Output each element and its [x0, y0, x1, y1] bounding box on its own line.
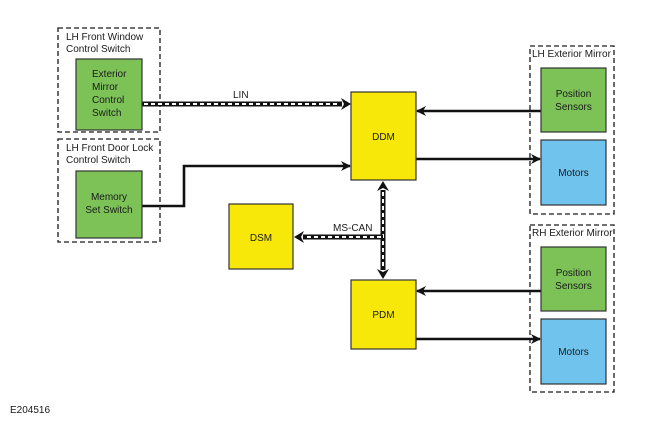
lh-front-window-title-2: Control Switch: [66, 44, 130, 55]
rh-position-sensors-line-2: Sensors: [555, 281, 592, 292]
lh-front-door-lock-title-2: Control Switch: [66, 155, 130, 166]
figure-id: E204516: [10, 405, 50, 416]
lh-motors-box: [540, 139, 607, 206]
lh-position-sensors-box: [540, 67, 607, 133]
dsm-box: [228, 203, 294, 270]
pdm-box: [350, 279, 417, 350]
rh-motors: Motors: [540, 318, 607, 385]
ms-can-arrow-dsm: [294, 231, 304, 243]
rh-motors-label: Motors: [558, 347, 589, 358]
lh-front-window-switch-group: [57, 27, 161, 133]
lh-motors: Motors: [540, 139, 607, 206]
lh-front-door-lock-title-1: LH Front Door Lock: [66, 143, 154, 154]
lin-label: LIN: [233, 90, 249, 101]
lh-position-sensors-line-1: Position: [556, 89, 592, 100]
rh-position-sensors: Position Sensors: [540, 246, 607, 312]
lh-exterior-mirror-title: LH Exterior Mirror: [532, 49, 612, 60]
ddm-label: DDM: [372, 132, 395, 143]
rh-exterior-mirror-group: [529, 224, 615, 393]
memory-switch-to-ddm-wire: [142, 161, 351, 208]
memory-set-switch-box: [75, 170, 143, 239]
ddm-module: DDM: [350, 91, 417, 181]
rh-position-sensors-box: [540, 246, 607, 312]
ems-line-1: Exterior: [92, 69, 127, 80]
dsm-label: DSM: [250, 233, 272, 244]
rh-exterior-mirror-title: RH Exterior Mirror: [532, 228, 613, 239]
ems-line-3: Control: [92, 95, 124, 106]
lh-front-window-title-1: LH Front Window: [66, 32, 144, 43]
rh-position-sensors-line-1: Position: [556, 268, 592, 279]
mss-line-1: Memory: [91, 192, 127, 203]
rh-motors-box: [540, 318, 607, 385]
mss-line-2: Set Switch: [85, 205, 132, 216]
memory-set-switch: Memory Set Switch: [75, 170, 143, 239]
ddm-box: [350, 91, 417, 181]
pdm-module: PDM: [350, 279, 417, 350]
lh-exterior-mirror-group: [529, 45, 615, 215]
pdm-label: PDM: [372, 310, 394, 321]
exterior-mirror-control-switch-box: [75, 58, 143, 131]
lh-motors-label: Motors: [558, 168, 589, 179]
exterior-mirror-control-switch: Exterior Mirror Control Switch: [75, 58, 143, 131]
lh-front-door-lock-switch-group: [57, 138, 161, 243]
lh-position-sensors-line-2: Sensors: [555, 102, 592, 113]
ems-line-4: Switch: [92, 108, 121, 119]
ms-can-arrow-down: [377, 269, 389, 279]
ms-can-label: MS-CAN: [333, 223, 372, 234]
lin-arrowhead: [341, 98, 351, 110]
dsm-module: DSM: [228, 203, 294, 270]
ms-can-arrow-up: [377, 181, 389, 191]
ems-line-2: Mirror: [92, 82, 119, 93]
lh-position-sensors: Position Sensors: [540, 67, 607, 133]
